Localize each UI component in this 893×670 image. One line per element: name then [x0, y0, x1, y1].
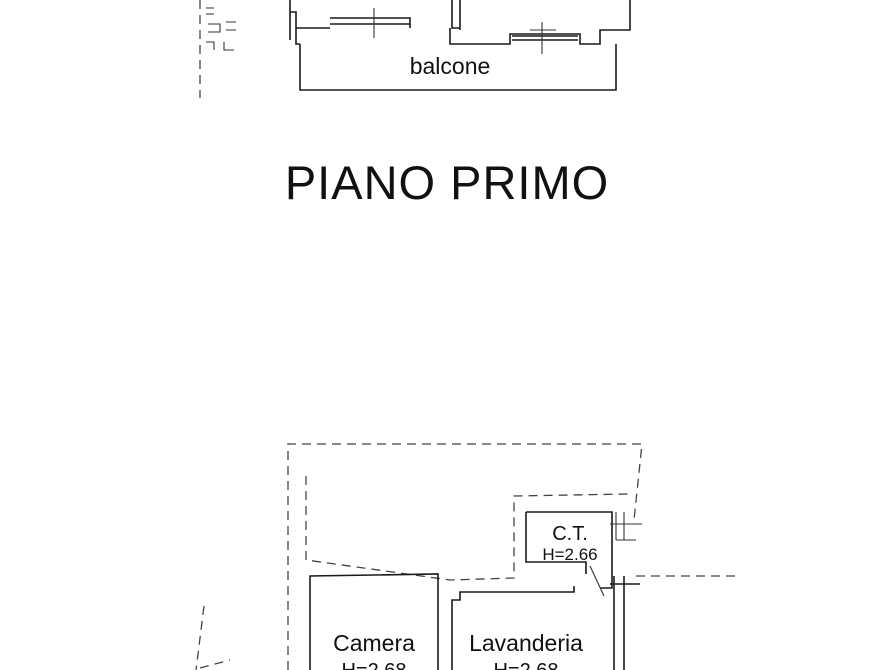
- lavanderia-room-walls: [451, 586, 575, 670]
- balcony-label: balcone: [410, 53, 491, 79]
- ct-room-walls: [525, 511, 613, 589]
- ct-door-swing: [589, 565, 605, 597]
- floor-title: PIANO PRIMO: [285, 156, 609, 209]
- lower-left-dashed-line: [195, 605, 205, 670]
- ct-window-marks: [610, 512, 642, 541]
- camera-room-name: Camera: [333, 630, 415, 656]
- upper-plan-fragment: balcone: [199, 0, 631, 98]
- lower-bottom-left-dashed: [199, 659, 231, 669]
- lavanderia-room-name: Lavanderia: [469, 630, 583, 656]
- lower-dashed-boundary: [287, 443, 643, 670]
- camera-room-walls: [309, 573, 439, 670]
- lower-plan-fragment: C.T. H=2.66 Camera H=2.68 Lavanderia H=2…: [195, 443, 740, 670]
- lavanderia-room-height: H=2.68: [493, 660, 558, 670]
- camera-room-height: H=2.68: [341, 660, 406, 670]
- lower-right-wall: [610, 576, 640, 670]
- balcony-outline: [299, 44, 617, 91]
- lower-inner-dashed-line: [305, 476, 629, 581]
- upper-window-marks: [373, 8, 556, 54]
- ct-room-name: C.T.: [552, 523, 588, 545]
- ct-room-height: H=2.66: [542, 545, 597, 564]
- upper-room-inner-wall: [330, 0, 578, 41]
- upper-left-fixture-marks: [206, 7, 236, 51]
- upper-room-walls: [289, 0, 631, 45]
